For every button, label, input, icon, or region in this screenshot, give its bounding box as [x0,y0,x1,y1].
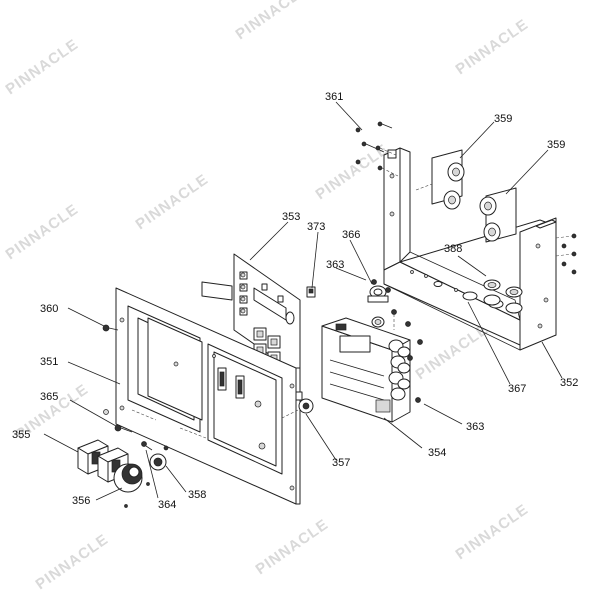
watermark-4: PINNACLE [3,201,82,263]
callout-352: 352 [560,377,578,389]
screws-361 [355,121,577,275]
control-board-354 [321,316,411,423]
screws-363 [371,279,423,403]
callout-359-upper: 359 [494,113,512,125]
callout-354: 354 [428,447,446,459]
callout-367: 367 [508,383,526,395]
callout-366: 366 [342,229,360,241]
leader-lines [43,101,563,501]
callout-361: 361 [325,91,343,103]
clamp-366 [367,285,389,303]
watermark-1: PINNACLE [3,36,82,98]
callout-356: 356 [72,495,90,507]
callout-363-upper: 363 [326,259,344,271]
watermark-5: PINNACLE [133,171,212,233]
bracket-359-upper [415,149,465,210]
screw-373 [306,286,316,298]
watermark-3: PINNACLE [453,16,532,78]
callout-353: 353 [282,211,300,223]
rocker-switches-355 [77,439,129,483]
watermark-11: PINNACLE [253,516,332,578]
callout-363-lower: 363 [466,421,484,433]
screw-365 [114,424,133,433]
callout-373: 373 [307,221,325,233]
watermark-12: PINNACLE [453,501,532,563]
callout-355: 355 [12,429,30,441]
watermark-10: PINNACLE [33,531,112,593]
callout-365: 365 [40,391,58,403]
callout-351: 351 [40,356,58,368]
bracket-359-right [479,187,517,243]
front-plate-351 [103,287,301,505]
watermark-2: PINNACLE [233,0,312,43]
callout-358: 358 [188,489,206,501]
callout-357: 357 [332,457,350,469]
part-364 [141,441,153,451]
callout-388: 388 [444,243,462,255]
callout-360: 360 [40,303,58,315]
potentiometer-358 [149,445,169,471]
rear-housing-352 [383,147,557,351]
potentiometer-357 [281,391,314,419]
screw-360 [102,324,119,332]
callout-labels: 361 359 359 353 373 366 363 388 360 351 … [12,91,578,511]
callout-364: 364 [158,499,176,511]
knob-356 [113,463,150,508]
callout-359-right: 359 [547,139,565,151]
